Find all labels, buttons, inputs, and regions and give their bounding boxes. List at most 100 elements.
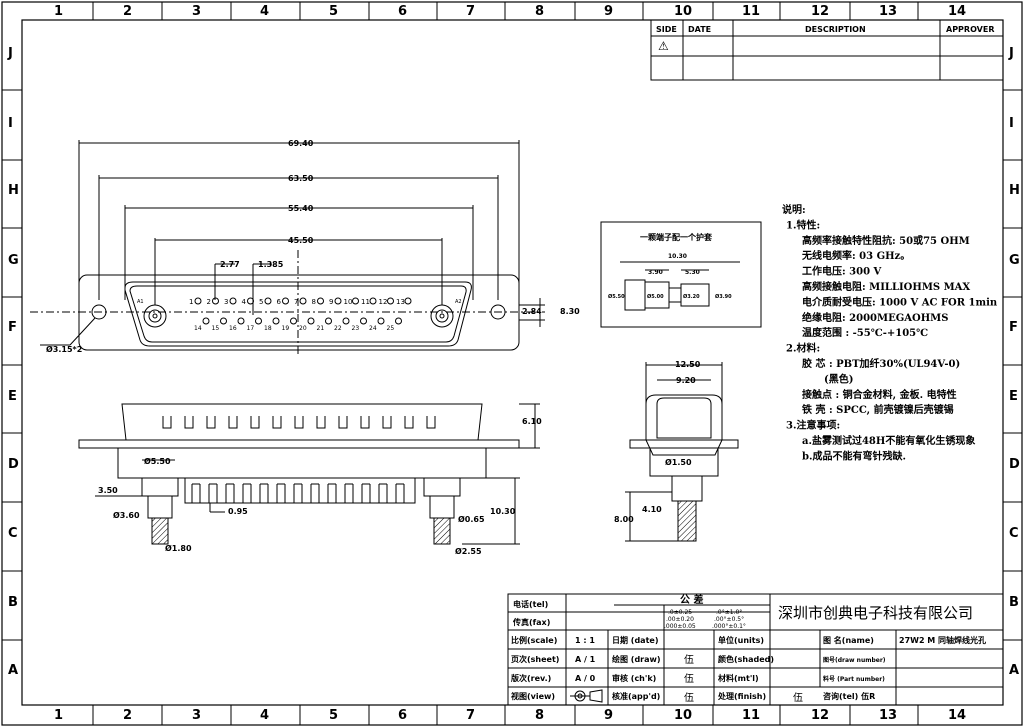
pin-14 <box>202 317 210 325</box>
rev-description-header: DESCRIPTION <box>805 25 866 34</box>
pin-7 <box>299 297 307 305</box>
grid-col-10-top: 10 <box>674 4 692 19</box>
tol-angular-2: .00°±0.5° <box>714 616 744 623</box>
revision-block: SIDE DATE DESCRIPTION APPROVER ⚠ <box>650 19 1004 81</box>
pin-label-16: 16 <box>229 325 237 332</box>
pin-12 <box>387 297 394 305</box>
dim-pin-diameter: Ø0.65 <box>458 514 485 524</box>
dim-contact-e: Ø3.20 <box>683 293 700 300</box>
dim-pin-pitch: 2.77 <box>220 260 240 269</box>
grid-col-1-top: 1 <box>54 4 63 19</box>
solder-cup <box>378 483 388 503</box>
check-value: 伍 <box>684 673 694 685</box>
grid-row-C-left: C <box>8 526 18 541</box>
shell-dimple <box>228 416 238 429</box>
end-view-labels: 12.50 9.20 Ø1.50 4.10 8.00 <box>614 360 701 524</box>
dim-shell-width: 55.40 <box>288 204 314 213</box>
date-label: 日期 (date) <box>612 635 658 645</box>
dim-end-depth: 4.10 <box>642 505 662 514</box>
pin-label-20: 20 <box>299 325 307 332</box>
note-line-13: 铁 壳 : SPCC, 前壳镀镍后壳镀锡 <box>802 403 954 416</box>
dim-tail-diameter: Ø2.55 <box>455 546 482 556</box>
solder-cup <box>191 483 201 503</box>
pin-label-9: 9 <box>329 298 333 306</box>
coax-contact-detail <box>600 221 762 328</box>
solder-cup <box>259 483 269 503</box>
pin-label-8: 8 <box>312 298 316 306</box>
grid-row-F-left: F <box>8 320 17 335</box>
dim-end-contact: Ø1.50 <box>665 457 692 467</box>
tol-linear-2: .00±0.20 <box>666 616 694 623</box>
approve-value: 伍 <box>684 692 694 704</box>
pin-label-23: 23 <box>352 325 360 332</box>
tol-angular-3: .000°±0.1° <box>712 623 746 630</box>
grid-row-I-right: I <box>1009 116 1014 131</box>
pin-label-13: 13 <box>396 298 405 306</box>
solder-cup <box>242 483 252 503</box>
shell-dimple <box>184 416 194 429</box>
coax-label-a2: A2 <box>455 299 462 305</box>
solder-cup <box>276 483 286 503</box>
pin-label-4: 4 <box>242 298 247 306</box>
dim-contact-d: Ø5.00 <box>647 293 664 300</box>
finish-label: 处理(finish) <box>717 691 766 701</box>
part-number-label: 料号 (Part number) <box>823 675 885 683</box>
coax-detail-labels: 一颗端子配一个护套 10.30 3.90 5.30 Ø5.50 Ø5.00 Ø3… <box>608 232 732 300</box>
grid-col-2-bottom: 2 <box>123 708 132 723</box>
dim-contact-a: 3.90 <box>648 269 663 276</box>
pin-20 <box>307 317 315 325</box>
grid-row-E-right: E <box>1009 389 1018 404</box>
pin-label-6: 6 <box>277 298 282 306</box>
note-line-16: b.成品不能有弯针残缺. <box>802 449 906 462</box>
tol-angular-1: .0°±1.0° <box>716 609 742 616</box>
check-label: 审核 (ch'k) <box>612 673 656 683</box>
pin-24 <box>377 317 385 325</box>
dim-coax-collar: Ø3.60 <box>113 510 140 520</box>
solder-cup <box>327 483 337 503</box>
title-block: 电话(tel) 传真(fax) 公 差 .0±0.25 .00±0.20 .00… <box>510 593 986 704</box>
pin-17 <box>255 317 262 325</box>
revision-value: A / 0 <box>575 674 596 683</box>
grid-col-9-bottom: 9 <box>604 708 613 723</box>
grid-row-D-left: D <box>8 457 19 472</box>
pin-label-10: 10 <box>344 298 353 306</box>
side-view-labels: 6.10 Ø5.50 3.50 Ø3.60 Ø1.80 0.95 Ø0.65 1… <box>98 417 542 556</box>
shell-dimple <box>162 416 172 429</box>
solder-cup <box>310 483 320 503</box>
pin-label-11: 11 <box>361 298 370 306</box>
dim-coax-spacing: 45.50 <box>288 236 314 245</box>
rev-side-header: SIDE <box>656 25 677 34</box>
pin-25 <box>395 317 402 325</box>
sheet-label: 页次(sheet) <box>511 654 559 664</box>
grid-col-14-bottom: 14 <box>948 708 966 723</box>
grid-col-3-bottom: 3 <box>192 708 201 723</box>
solder-cup <box>225 483 235 503</box>
note-line-5: 高频接触电阻: MILLIOHMS MAX <box>802 280 970 293</box>
company-name: 深圳市创典电子科技有限公司 <box>778 604 973 622</box>
pin-label-18: 18 <box>264 325 272 332</box>
grid-row-C-right: C <box>1009 526 1019 541</box>
grid-col-9-top: 9 <box>604 4 613 19</box>
fax-label: 传真(fax) <box>512 617 550 627</box>
grid-col-11-bottom: 11 <box>742 708 760 723</box>
pin-2 <box>212 297 219 305</box>
dim-coax-body: Ø5.50 <box>144 456 171 466</box>
solder-cup <box>395 483 405 503</box>
pin-4 <box>247 297 254 305</box>
pin-label-17: 17 <box>247 325 255 332</box>
grid-col-13-top: 13 <box>879 4 897 19</box>
tol-linear-1: .0±0.25 <box>668 609 692 616</box>
pin-label-24: 24 <box>369 325 377 332</box>
grid-row-G-left: G <box>8 253 19 268</box>
pin-1 <box>194 297 202 305</box>
grid-row-F-right: F <box>1009 320 1018 335</box>
pin-11 <box>369 297 377 305</box>
rev-approver-header: APPROVER <box>946 25 994 34</box>
material-label: 材料(mt'l) <box>718 673 759 683</box>
drawing-name-value: 27W2 M 同轴焊线光孔 <box>899 635 986 645</box>
title-block-grid <box>507 593 1004 706</box>
pin-label-7: 7 <box>294 298 298 306</box>
pin-label-3: 3 <box>224 298 228 306</box>
shell-dimple <box>272 416 282 429</box>
